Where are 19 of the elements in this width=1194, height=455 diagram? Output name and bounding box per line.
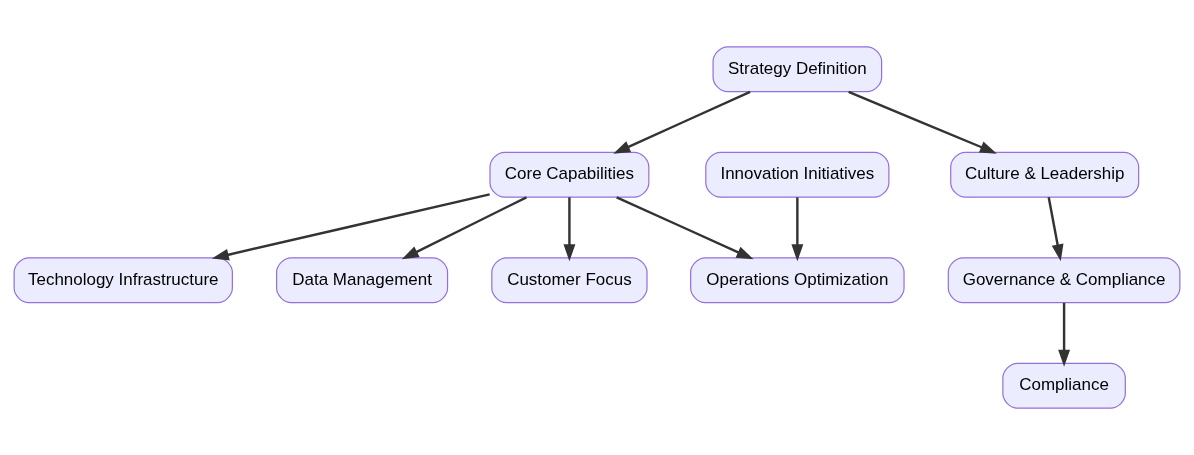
node-box: Culture & Leadership [950, 151, 1140, 198]
node-box: Technology Infrastructure [13, 257, 233, 304]
arrow [616, 196, 754, 260]
arrow [791, 197, 804, 262]
node-box: Core Capabilities [489, 151, 650, 198]
node-box: Innovation Initiatives [705, 151, 890, 198]
node-box: Operations Optimization [690, 257, 905, 304]
node-box: Strategy Definition [712, 46, 883, 93]
arrow [211, 193, 490, 261]
arrow [1047, 197, 1064, 262]
arrow [401, 196, 527, 260]
node-box: Customer Focus [491, 257, 648, 304]
arrow [563, 197, 576, 262]
node-box: Governance & Compliance [947, 257, 1181, 304]
node-box: Data Management [276, 257, 449, 304]
arrow [848, 90, 997, 154]
arrow [613, 90, 751, 154]
arrow [1058, 302, 1071, 367]
node-box: Compliance [1002, 362, 1126, 409]
